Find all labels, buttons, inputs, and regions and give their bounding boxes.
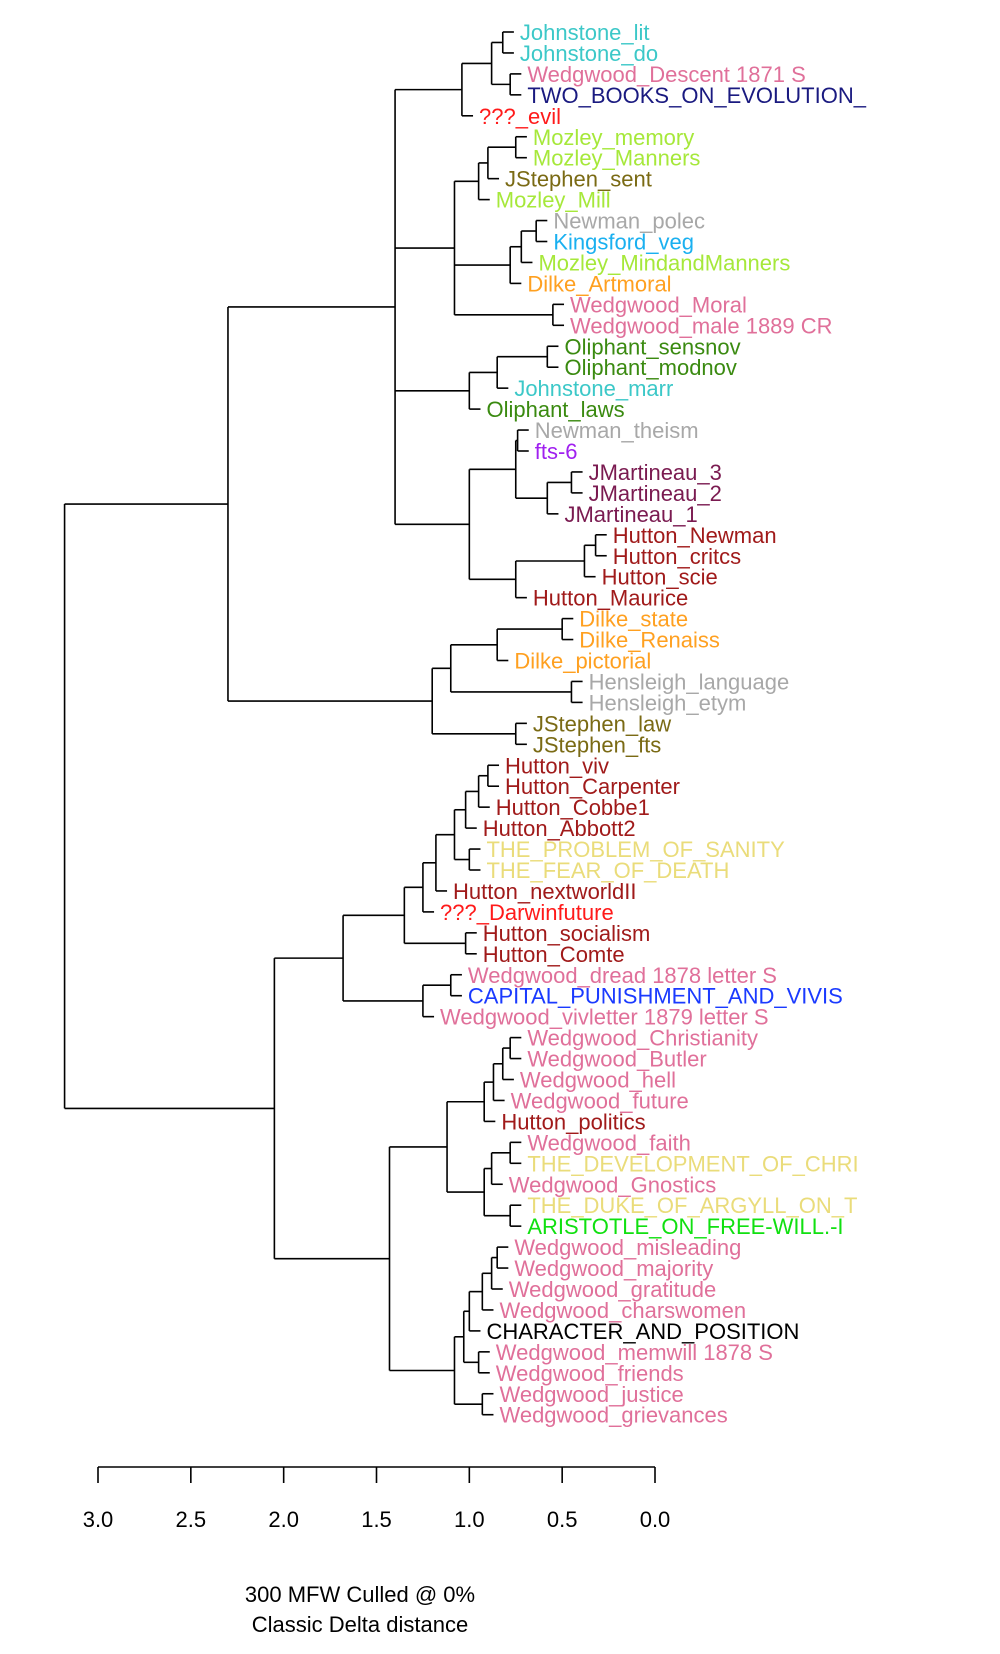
leaf-label: Mozley_memory (533, 125, 694, 150)
leaf-label: Wedgwood_charswomen (499, 1298, 746, 1323)
leaf-label: Hutton_Comte (483, 942, 625, 967)
leaf-label: Dilke_Renaiss (579, 628, 720, 653)
leaf-label: Hutton_Carpenter (505, 774, 680, 799)
leaf-label: Mozley_MindandManners (538, 250, 790, 275)
leaf-label: Wedgwood_friends (496, 1361, 684, 1386)
leaf-label: Oliphant_modnov (564, 355, 736, 380)
leaf-label: Kingsford_veg (553, 230, 694, 255)
leaf-label: Hutton_Cobbe1 (496, 795, 650, 820)
leaf-label: Wedgwood_Butler (527, 1047, 706, 1072)
dendrogram-branches (63, 31, 607, 1416)
leaf-label: Wedgwood_Christianity (527, 1026, 758, 1051)
leaf-label: Oliphant_sensnov (564, 334, 740, 359)
leaf-label: Wedgwood_male 1889 CR (570, 313, 833, 338)
leaf-label: Wedgwood_Gnostics (509, 1172, 716, 1197)
leaf-label: Hutton_politics (501, 1109, 645, 1134)
leaf-label: Wedgwood_grievances (499, 1403, 727, 1428)
leaf-label: JMartineau_2 (589, 481, 722, 506)
leaf-label: TWO_BOOKS_ON_EVOLUTION_ (527, 83, 866, 108)
leaf-label: CHARACTER_AND_POSITION (486, 1319, 799, 1344)
leaf-label: Johnstone_do (520, 41, 658, 66)
leaf-label: Wedgwood_faith (527, 1130, 691, 1155)
leaf-label: Newman_theism (535, 418, 699, 443)
leaf-label: JStephen_law (533, 711, 671, 736)
leaf-label: Mozley_Mill (496, 188, 611, 213)
leaf-label: Johnstone_marr (514, 376, 673, 401)
leaf-label: JMartineau_1 (564, 502, 697, 527)
leaf-label: Hutton_Abbott2 (483, 816, 636, 841)
leaf-label: Wedgwood_hell (520, 1068, 676, 1093)
leaf-label: Newman_polec (553, 209, 705, 234)
leaf-label: Mozley_Manners (533, 146, 701, 171)
leaf-label: ARISTOTLE_ON_FREE-WILL.-I (527, 1214, 843, 1239)
leaf-label: CAPITAL_PUNISHMENT_AND_VIVIS (468, 984, 843, 1009)
leaf-label: THE_FEAR_OF_DEATH (486, 858, 729, 883)
leaf-label: Wedgwood_Descent 1871 S (527, 62, 805, 87)
leaf-label: Hutton_socialism (483, 921, 651, 946)
leaf-label: Hensleigh_etym (589, 690, 747, 715)
leaf-label: Hutton_Newman (613, 523, 777, 548)
leaf-label: JMartineau_3 (589, 460, 722, 485)
axis-tick-label: 3.0 (83, 1507, 114, 1532)
leaf-label: THE_DUKE_OF_ARGYLL_ON_T (527, 1193, 857, 1218)
leaf-label: THE_DEVELOPMENT_OF_CHRI (527, 1151, 858, 1176)
leaf-label: Wedgwood_Moral (570, 292, 747, 317)
axis-tick-label: 1.5 (361, 1507, 392, 1532)
axis-caption-line2: Classic Delta distance (251, 1612, 469, 1637)
leaf-label: Oliphant_laws (486, 397, 624, 422)
leaf-label: Hutton_scie (602, 565, 718, 590)
leaf-label: JStephen_sent (505, 167, 652, 192)
leaf-label: fts-6 (535, 439, 578, 464)
leaf-label: Hutton_critcs (613, 544, 741, 569)
distance-axis: 3.0 2.5 2.0 1.5 1.0 0.5 0.0 (83, 1466, 671, 1532)
leaf-labels: Johnstone_litJohnstone_doWedgwood_Descen… (440, 20, 867, 1428)
leaf-label: Hutton_Maurice (533, 586, 688, 611)
leaf-label: ???_evil (479, 104, 561, 129)
leaf-label: Dilke_pictorial (514, 649, 651, 674)
leaf-label: THE_PROBLEM_OF_SANITY (486, 837, 785, 862)
leaf-label: Dilke_state (579, 607, 688, 632)
axis-tick-label: 2.5 (176, 1507, 207, 1532)
leaf-label: JStephen_fts (533, 732, 661, 757)
leaf-label: Wedgwood_gratitude (509, 1277, 717, 1302)
leaf-label: Wedgwood_memwill 1878 S (496, 1340, 773, 1365)
leaf-label: Hutton_viv (505, 753, 609, 778)
axis-tick-label: 0.5 (547, 1507, 578, 1532)
leaf-label: Dilke_Artmoral (527, 271, 671, 296)
leaf-label: ???_Darwinfuture (440, 900, 614, 925)
leaf-label: Wedgwood_vivletter 1879 letter S (440, 1005, 769, 1030)
leaf-label: Wedgwood_misleading (514, 1235, 741, 1260)
axis-tick-label: 0.0 (640, 1507, 671, 1532)
leaf-label: Wedgwood_future (511, 1088, 689, 1113)
leaf-label: Wedgwood_majority (514, 1256, 713, 1281)
leaf-label: Hutton_nextworldII (453, 879, 636, 904)
axis-tick-label: 1.0 (454, 1507, 485, 1532)
leaf-label: Wedgwood_dread 1878 letter S (468, 963, 777, 988)
axis-caption-line1: 300 MFW Culled @ 0% (244, 1582, 476, 1607)
leaf-label: Wedgwood_justice (499, 1382, 683, 1407)
axis-tick-label: 2.0 (268, 1507, 299, 1532)
leaf-label: Hensleigh_language (589, 669, 790, 694)
leaf-label: Johnstone_lit (520, 20, 650, 45)
